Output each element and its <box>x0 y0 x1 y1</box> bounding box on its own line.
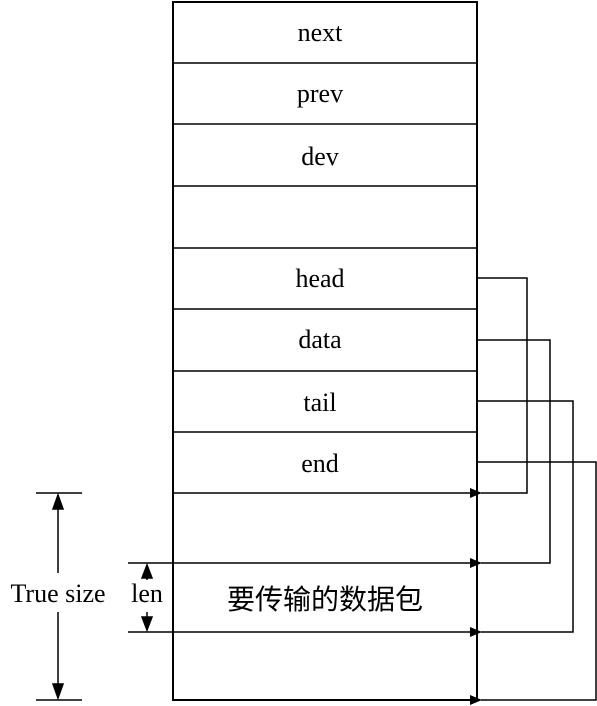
field-tail-label: tail <box>303 388 336 417</box>
payload-label: 要传输的数据包 <box>227 583 423 616</box>
field-head-label: head <box>295 264 344 293</box>
buffer-separators <box>173 562 477 633</box>
field-end-label: end <box>301 449 339 478</box>
field-next-label: next <box>298 18 344 47</box>
structure-box <box>172 1 478 701</box>
field-data-label: data <box>298 325 342 354</box>
pointer-arrows <box>470 277 597 705</box>
true-size-label: True size <box>10 579 105 608</box>
data-pointer-arrow <box>470 339 551 568</box>
field-separators <box>173 62 477 494</box>
len-dimension <box>128 562 173 633</box>
end-pointer-arrow <box>470 461 597 705</box>
true-size-dimension <box>36 492 82 701</box>
len-label: len <box>131 579 163 608</box>
tail-pointer-arrow <box>470 400 574 637</box>
field-dev-label: dev <box>301 142 339 171</box>
field-prev-label: prev <box>297 79 343 108</box>
head-pointer-arrow <box>470 277 528 498</box>
